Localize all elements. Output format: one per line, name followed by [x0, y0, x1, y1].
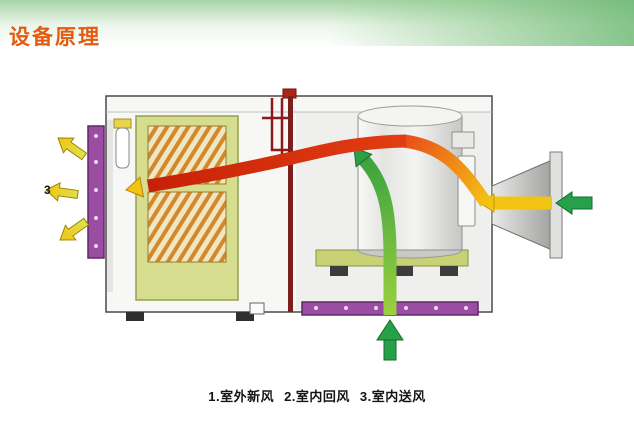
caption: 1.室外新风 2.室内回风 3.室内送风	[0, 386, 634, 405]
caption-part-3: 3.室内送风	[359, 389, 426, 404]
drain-box	[249, 302, 265, 315]
exhaust-arrow-mid	[45, 182, 79, 202]
partition-wall	[288, 96, 293, 312]
refrigerant-pipes	[262, 98, 290, 158]
mixed-air-curve-orange	[403, 134, 492, 207]
return-air-arrow	[376, 319, 404, 361]
fresh-air-arrow-green	[555, 191, 593, 215]
coil-lower	[147, 191, 227, 263]
supply-air-arrowhead	[125, 176, 145, 198]
supply-air-band-red	[125, 134, 407, 198]
left-purple-exhaust-duct	[87, 125, 105, 259]
caption-part-2: 2.室内回风	[284, 389, 350, 404]
page-title: 设备原理	[9, 26, 101, 49]
heat-exchanger-panel	[135, 115, 239, 301]
return-air-band	[353, 147, 397, 315]
unit-feet	[126, 312, 254, 321]
marker-3-label: 3	[44, 183, 51, 197]
fresh-air-band-yellow	[479, 193, 552, 213]
caption-part-1: 1.室外新风	[208, 389, 275, 404]
filter-drier	[113, 118, 132, 169]
exhaust-arrow-up	[57, 137, 88, 161]
exhaust-arrow-down	[59, 217, 90, 241]
